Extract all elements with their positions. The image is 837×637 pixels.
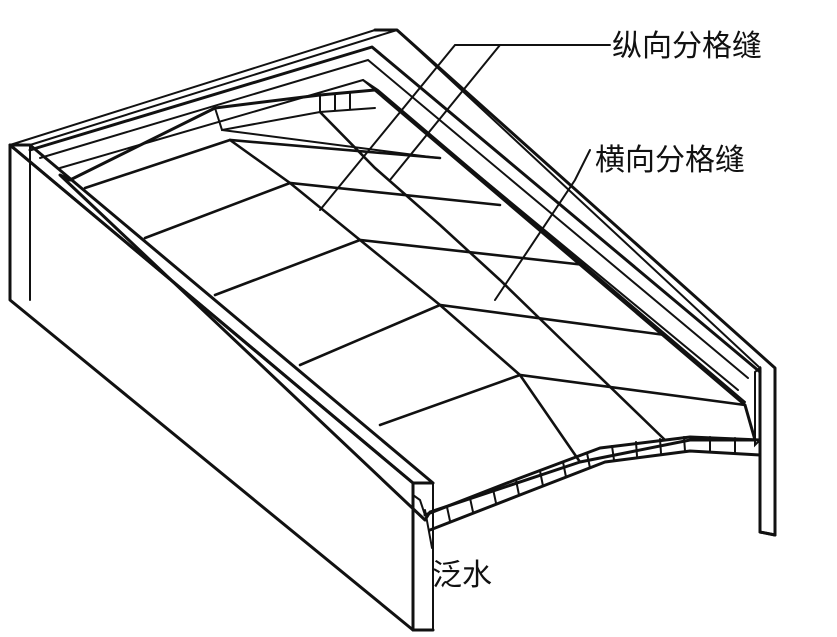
roof-slab xyxy=(58,88,757,522)
longitudinal-joints xyxy=(228,110,667,464)
transverse-joint-label: 横向分格缝 xyxy=(595,143,745,178)
left-side-wall xyxy=(8,29,435,632)
flashing-label: 泛水 xyxy=(432,558,492,593)
leader-lines xyxy=(319,44,611,549)
longitudinal-joint-label: 纵向分格缝 xyxy=(612,29,762,64)
back-step xyxy=(214,91,439,159)
transverse-joints xyxy=(83,138,747,427)
front-edge xyxy=(412,435,762,532)
back-parapet xyxy=(28,45,762,403)
right-side-wall xyxy=(373,28,777,537)
